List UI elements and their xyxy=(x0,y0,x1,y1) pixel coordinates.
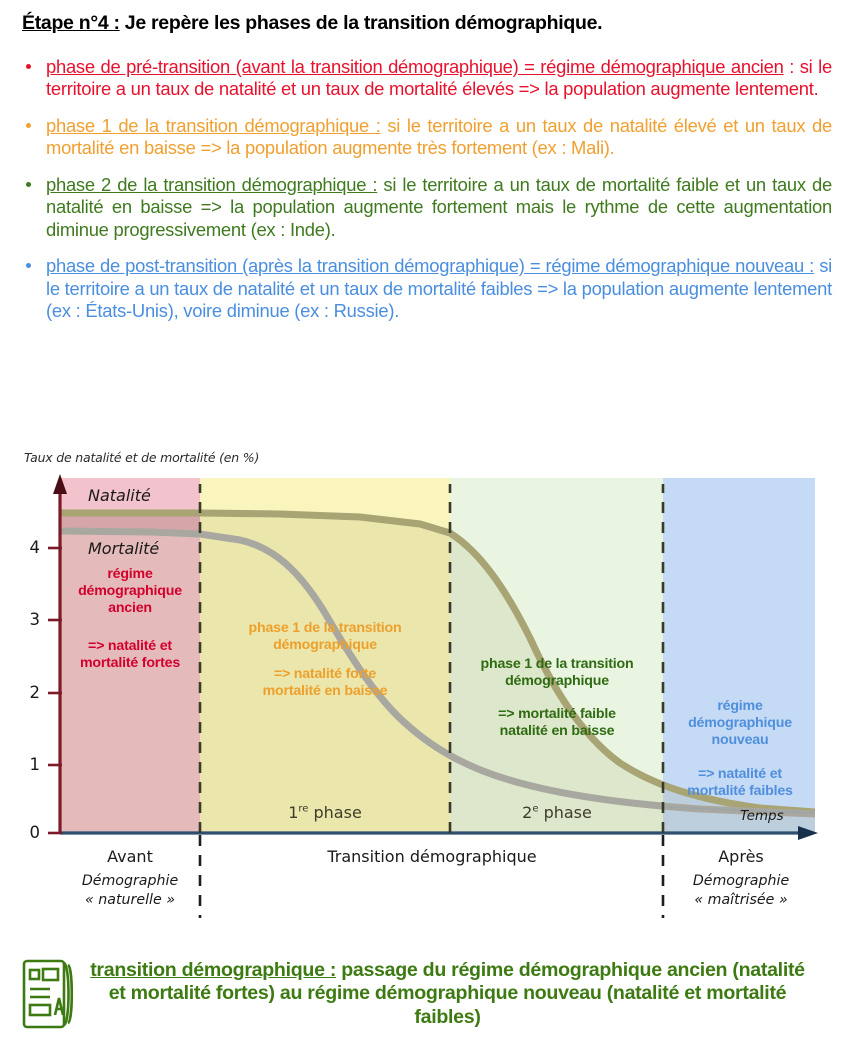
inplot-phase-2-label: 2e phase xyxy=(522,803,592,822)
zone-band-pre-transition xyxy=(60,478,200,833)
mortality-curve xyxy=(60,527,815,818)
y-axis-arrow-icon xyxy=(53,474,67,494)
zone-divider-lines xyxy=(198,484,665,833)
definition-body: passage du régime démographique ancien (… xyxy=(108,959,805,1028)
bullet-phase-1: phase 1 de la transition démographique :… xyxy=(14,115,832,160)
bullet-post-transition: phase de post-transition (après la trans… xyxy=(14,255,832,322)
zone4-title: régime démographique nouveau xyxy=(688,698,792,748)
zone-band-post-transition xyxy=(663,478,815,833)
series-label-mortalite: Mortalité xyxy=(88,539,160,558)
phase-bullet-list: phase de pré-transition (avant la transi… xyxy=(14,56,832,337)
post-transition-gap-band xyxy=(663,806,815,814)
y-tick-3: 3 xyxy=(29,610,41,629)
zone1-title: régime démographique ancien xyxy=(78,566,182,616)
page-title-rest: Je repère les phases de la transition dé… xyxy=(119,12,603,34)
document-definition-icon xyxy=(22,959,74,1029)
x-axis-arrow-icon xyxy=(798,826,818,840)
bullet-pre-transition: phase de pré-transition (avant la transi… xyxy=(14,56,832,101)
zone1-note: => natalité et mortalité fortes xyxy=(79,638,181,671)
bullet-dot-icon xyxy=(26,263,31,269)
natality-curve xyxy=(60,509,815,816)
category-label-avant: Avant Démographie « naturelle » xyxy=(62,846,198,910)
bullet-lead: phase 1 de la transition démographique : xyxy=(46,114,381,136)
y-axis-ticks xyxy=(48,546,62,835)
definition-callout: transition démographique : passage du ré… xyxy=(14,946,829,1042)
chart-plot-area xyxy=(48,474,818,918)
x-axis-label-temps: Temps xyxy=(740,808,784,824)
y-tick-4: 4 xyxy=(29,538,41,557)
page-title-step: Étape n°4 : xyxy=(22,12,120,34)
bullet-lead: phase 2 de la transition démographique : xyxy=(46,173,378,195)
category-sublabel-apres: Démographie « maîtrisée » xyxy=(692,872,790,908)
zone2-note: => natalité forte mortalité en baisse xyxy=(262,666,388,699)
category-label-transition: Transition démographique xyxy=(327,847,537,866)
series-label-natalite: Natalité xyxy=(88,486,151,505)
category-label-apres: Après Démographie « maîtrisée » xyxy=(666,846,816,910)
bullet-dot-icon xyxy=(26,181,31,187)
zone4-note: => natalité et mortalité faibles xyxy=(687,766,793,799)
bullet-rest: : si le territoire a un taux de natalité… xyxy=(46,56,832,100)
y-tick-0: 0 xyxy=(29,823,41,842)
zone2-title: phase 1 de la transition démographique xyxy=(248,620,402,653)
definition-text: transition démographique : passage du ré… xyxy=(84,959,829,1028)
bullet-dot-icon xyxy=(26,122,31,128)
chart-axis-title: Taux de natalité et de mortalité (en %) xyxy=(24,450,260,465)
bullet-lead: phase de post-transition (après la trans… xyxy=(46,255,815,277)
bullet-rest: si le territoire a un taux de mortalité … xyxy=(46,173,832,240)
inplot-phase-1-label: 1re phase xyxy=(288,803,362,822)
zone3-title: phase 1 de la transition démographique xyxy=(480,656,634,689)
bullet-lead: phase de pré-transition (avant la transi… xyxy=(46,56,784,77)
category-sublabel-avant: Démographie « naturelle » xyxy=(81,872,179,908)
y-tick-1: 1 xyxy=(29,755,41,774)
bullet-phase-2: phase 2 de la transition démographique :… xyxy=(14,174,832,241)
zone3-note: => mortalité faible natalité en baisse xyxy=(498,706,616,739)
bullet-rest: si le territoire a un taux de natalité e… xyxy=(46,255,832,322)
bullet-dot-icon xyxy=(26,64,31,69)
definition-term: transition démographique : xyxy=(90,959,337,982)
definition-icon-wrapper xyxy=(14,958,84,1030)
page-title: Étape n°4 : Je repère les phases de la t… xyxy=(22,12,822,35)
demographic-transition-chart: Taux de natalité et de mortalité (en %) xyxy=(0,448,843,938)
category-divider-lines xyxy=(198,835,665,918)
bullet-rest: si le territoire a un taux de natalité é… xyxy=(46,114,832,159)
y-tick-2: 2 xyxy=(29,683,41,702)
natality-area-fill xyxy=(60,513,815,833)
